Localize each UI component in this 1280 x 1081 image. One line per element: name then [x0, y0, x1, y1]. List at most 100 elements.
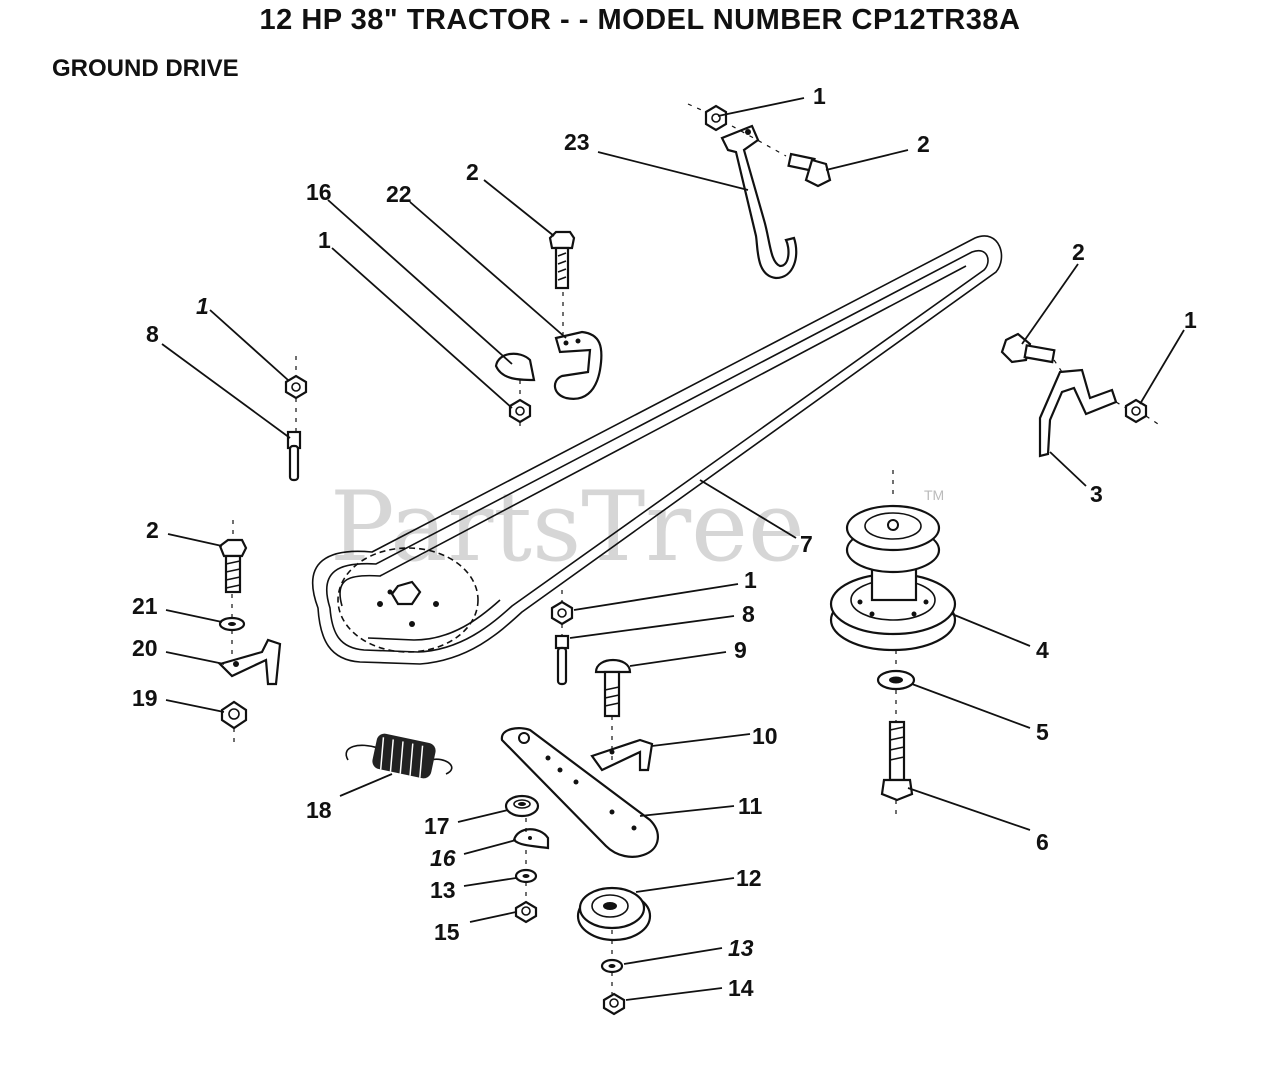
washer-13-right — [600, 958, 624, 974]
engine-pulley — [337, 547, 479, 653]
callout-1-right: 1 — [1139, 307, 1197, 405]
washer-21 — [218, 616, 246, 632]
hex-nut-center — [550, 600, 574, 626]
svg-text:13: 13 — [430, 877, 456, 903]
svg-text:1: 1 — [1184, 307, 1197, 333]
callout-13-right: 13 — [623, 935, 754, 965]
drive-belt — [312, 235, 1003, 665]
assembly-centerlines — [231, 103, 1159, 994]
svg-text:4: 4 — [1036, 637, 1049, 663]
callout-22: 22 — [386, 181, 567, 339]
hex-nut-top — [704, 104, 728, 132]
svg-text:15: 15 — [434, 919, 460, 945]
svg-text:12: 12 — [736, 865, 762, 891]
callout-11: 11 — [639, 793, 763, 819]
callout-23: 23 — [564, 129, 749, 191]
svg-text:18: 18 — [306, 797, 332, 823]
svg-text:17: 17 — [424, 813, 450, 839]
callout-2-top: 2 — [825, 131, 930, 171]
svg-text:22: 22 — [386, 181, 412, 207]
hex-nut-upper-left — [508, 398, 532, 424]
bolt-top — [787, 152, 832, 188]
section-title: GROUND DRIVE — [52, 55, 239, 82]
stud-8-left — [286, 430, 302, 482]
callout-18: 18 — [306, 773, 393, 823]
svg-text:9: 9 — [734, 637, 747, 663]
carriage-bolt-9 — [594, 659, 632, 718]
callout-16-upper: 16 — [306, 179, 513, 365]
callout-5: 5 — [911, 683, 1049, 745]
callout-16-lower: 16 — [430, 839, 517, 871]
spacer-17 — [504, 794, 540, 818]
svg-text:1: 1 — [813, 83, 826, 109]
svg-text:1: 1 — [318, 227, 331, 253]
stud-8-center — [554, 634, 570, 686]
clip-16-upper — [494, 352, 536, 382]
callout-15: 15 — [434, 911, 517, 945]
callout-6: 6 — [907, 787, 1049, 855]
washer-13-left — [514, 868, 538, 884]
callout-3: 3 — [1049, 451, 1103, 507]
svg-text:6: 6 — [1036, 829, 1049, 855]
bolt-6 — [880, 720, 914, 802]
svg-text:1: 1 — [196, 293, 209, 319]
idler-pulley-12 — [576, 886, 652, 942]
callout-8-center: 8 — [569, 601, 755, 639]
svg-text:20: 20 — [132, 635, 158, 661]
callout-10: 10 — [651, 723, 778, 749]
callout-2-lower-left: 2 — [146, 517, 223, 547]
callout-2-right: 2 — [1021, 239, 1085, 345]
clip-16-lower — [512, 828, 550, 850]
svg-text:8: 8 — [742, 601, 755, 627]
callout-8-left: 8 — [146, 321, 291, 439]
svg-text:2: 2 — [917, 131, 930, 157]
svg-text:11: 11 — [738, 793, 763, 819]
svg-text:19: 19 — [132, 685, 158, 711]
callout-20: 20 — [132, 635, 225, 665]
transmission-pulley-4 — [829, 504, 957, 652]
hex-nut-14 — [602, 992, 626, 1016]
callout-7: 7 — [699, 479, 813, 557]
svg-text:1: 1 — [744, 567, 757, 593]
hex-nut-19 — [220, 700, 248, 730]
svg-text:10: 10 — [752, 723, 778, 749]
belt-guide-22 — [553, 330, 603, 400]
svg-text:5: 5 — [1036, 719, 1049, 745]
bolt-right — [1000, 332, 1056, 364]
bracket-3 — [1038, 368, 1118, 458]
svg-text:14: 14 — [728, 975, 754, 1001]
idler-arm-11 — [500, 727, 659, 858]
bolt-lower-left — [218, 538, 248, 594]
idler-arm-bracket — [720, 124, 798, 280]
svg-text:16: 16 — [306, 179, 332, 205]
page-title: 12 HP 38" TRACTOR - - MODEL NUMBER CP12T… — [259, 4, 1021, 36]
svg-text:13: 13 — [728, 935, 754, 961]
hex-nut-left — [284, 374, 308, 400]
callout-13-left: 13 — [430, 877, 517, 903]
svg-text:2: 2 — [1072, 239, 1085, 265]
callout-1-top: 1 — [717, 83, 826, 117]
svg-text:3: 3 — [1090, 481, 1103, 507]
hex-nut-15 — [514, 900, 538, 924]
watermark-trademark: TM — [924, 487, 944, 503]
callout-1-left: 1 — [196, 293, 289, 381]
callout-1-center: 1 — [573, 567, 757, 611]
bracket-20 — [217, 638, 282, 686]
svg-text:21: 21 — [132, 593, 158, 619]
callout-9: 9 — [629, 637, 747, 667]
callout-4: 4 — [951, 613, 1049, 663]
callout-19: 19 — [132, 685, 225, 713]
svg-text:2: 2 — [146, 517, 159, 543]
svg-text:23: 23 — [564, 129, 590, 155]
hex-nut-right — [1124, 398, 1148, 424]
callout-12: 12 — [635, 865, 762, 893]
callout-2-center: 2 — [466, 159, 555, 237]
svg-text:8: 8 — [146, 321, 159, 347]
callout-21: 21 — [132, 593, 223, 623]
extension-spring-18 — [345, 733, 453, 779]
svg-text:2: 2 — [466, 159, 479, 185]
bracket-10 — [590, 738, 654, 772]
svg-text:16: 16 — [430, 845, 456, 871]
